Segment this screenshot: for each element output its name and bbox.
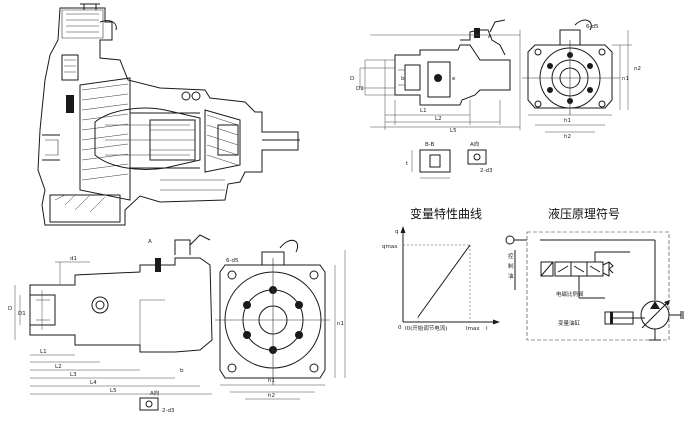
curve-start-label: I0(开始调节电流) bbox=[405, 324, 447, 332]
label-A-bottom: A bbox=[148, 239, 152, 245]
label-b: b bbox=[401, 76, 405, 82]
label-L2-top: L2 bbox=[435, 116, 442, 122]
curve-x-end: I bbox=[486, 326, 488, 332]
cylinder-label: 变量油缸 bbox=[558, 319, 581, 327]
label-h1-bottom: h1 bbox=[268, 378, 275, 384]
valve-label: 电磁比例阀 bbox=[556, 290, 584, 298]
port-circle bbox=[505, 235, 515, 245]
label-n2-top: n2 bbox=[634, 66, 641, 72]
label-A-view-bottom: A向 bbox=[150, 389, 159, 397]
label-b-bottom: b bbox=[180, 368, 184, 374]
label-D: D bbox=[350, 76, 354, 82]
label-e: e bbox=[452, 76, 456, 82]
svg-text:制: 制 bbox=[508, 262, 514, 270]
label-D1-bottom: D1 bbox=[18, 311, 26, 317]
svg-text:控: 控 bbox=[508, 252, 514, 260]
label-L3-bottom: L3 bbox=[70, 372, 77, 378]
symbol-boundary bbox=[526, 231, 670, 341]
curve-x-label: Imax bbox=[466, 326, 480, 332]
curve-origin: 0 bbox=[398, 325, 402, 331]
label-2d3-top: 2-d3 bbox=[480, 168, 493, 174]
label-n1-bottom: n1 bbox=[337, 321, 344, 327]
curve-y-corner: q bbox=[395, 229, 399, 235]
label-n1-top: n1 bbox=[622, 76, 629, 82]
label-2d3-bottom: 2-d3 bbox=[162, 408, 175, 414]
flange-front-view-top: 6-d5 h1 h2 n1 n2 bbox=[522, 19, 641, 140]
label-L2-bottom: L2 bbox=[55, 364, 62, 370]
pump-side-view-top: D D1 b e A L1 L2 L5 bbox=[350, 19, 521, 134]
pump-side-view-bottom: d1 D D1 A L1 L2 L3 L4 L5 A向 2-d3 b bbox=[8, 234, 213, 414]
variable-characteristic-curve: 变量特性曲线 q qmax 0 I0(开始调节电流) Imax I bbox=[382, 206, 500, 332]
label-L4-bottom: L4 bbox=[90, 380, 97, 386]
curve-y-label: qmax bbox=[382, 244, 398, 250]
label-L1-top: L1 bbox=[420, 108, 427, 114]
svg-text:油: 油 bbox=[508, 272, 514, 280]
label-D1: D1 bbox=[356, 86, 364, 92]
label-L1-bottom: L1 bbox=[40, 349, 47, 355]
title-hydraulic: 液压原理符号 bbox=[548, 206, 620, 221]
section-bb-detail: B-B t A向 2-d3 bbox=[406, 140, 493, 179]
label-A-view-top: A向 bbox=[470, 140, 479, 148]
label-h1-top: h1 bbox=[564, 118, 571, 124]
label-L5-bottom: L5 bbox=[110, 388, 117, 394]
label-d1-bottom: d1 bbox=[70, 256, 77, 262]
label-D-bottom: D bbox=[8, 306, 12, 312]
label-h2-top: h2 bbox=[564, 134, 571, 140]
label-t: t bbox=[406, 161, 409, 167]
flange-front-view-bottom: h1 h2 n1 6-d5 bbox=[215, 239, 346, 400]
label-6d5: 6-d5 bbox=[586, 24, 599, 30]
pump-sectional-view bbox=[37, 3, 300, 226]
label-L5-top: L5 bbox=[450, 128, 457, 134]
characteristic-line bbox=[417, 244, 471, 318]
label-A-top: A bbox=[488, 34, 492, 40]
label-h2-bottom: h2 bbox=[268, 393, 275, 399]
label-6d5-bottom: 6-d5 bbox=[226, 258, 239, 264]
hydraulic-principle-symbol: 液压原理符号 控 制 油 电磁比例阀 变量油缸 bbox=[505, 206, 684, 341]
title-characteristic: 变量特性曲线 bbox=[410, 206, 482, 221]
label-BB: B-B bbox=[425, 142, 435, 148]
